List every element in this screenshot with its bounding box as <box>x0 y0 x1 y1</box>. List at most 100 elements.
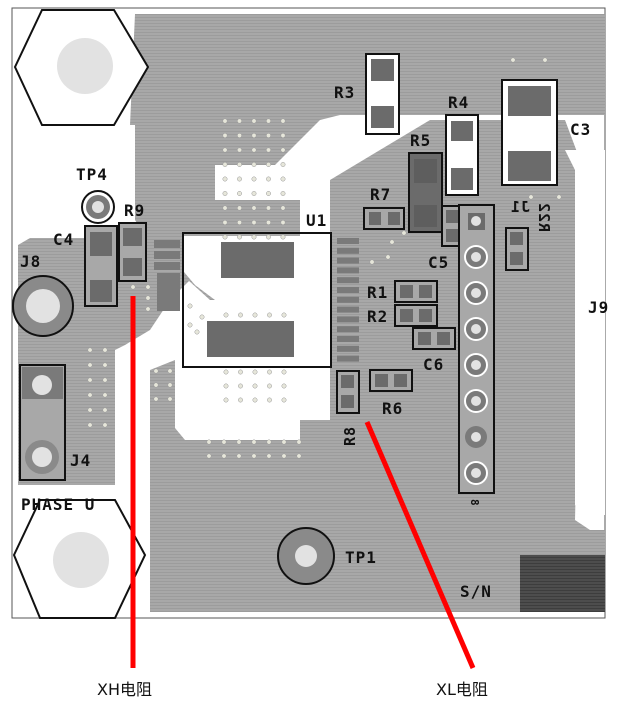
connector-j4[interactable] <box>19 364 66 481</box>
via <box>281 453 287 459</box>
header-pin-hole <box>471 468 481 478</box>
label-r22: R22 <box>535 202 553 232</box>
via <box>237 220 242 225</box>
via <box>237 118 242 124</box>
label-r2: R2 <box>367 307 388 326</box>
via <box>251 133 257 138</box>
label-r7: R7 <box>370 185 391 204</box>
u1-pin <box>337 257 359 264</box>
via <box>238 312 243 318</box>
via <box>167 368 173 374</box>
component-r2[interactable] <box>394 304 438 327</box>
via <box>237 234 242 240</box>
via <box>237 133 242 138</box>
pads-near-r9 <box>154 240 180 311</box>
via <box>251 162 257 167</box>
testpoint-tp1[interactable] <box>277 527 335 585</box>
u1-pins <box>337 238 359 362</box>
component-c3[interactable] <box>501 79 558 186</box>
via <box>222 162 228 167</box>
mounting-hole-top <box>13 9 150 126</box>
via <box>280 191 286 196</box>
connector-j8[interactable] <box>12 275 74 337</box>
component-c4[interactable] <box>84 225 118 307</box>
via <box>145 295 151 301</box>
via <box>280 147 286 153</box>
via <box>296 439 302 445</box>
via <box>280 220 286 225</box>
via <box>237 176 242 182</box>
via <box>252 369 258 375</box>
via <box>206 439 212 445</box>
via <box>252 383 258 389</box>
via <box>369 259 375 265</box>
caption-xh-resistor: XH电阻 <box>97 680 152 699</box>
label-j4: J4 <box>70 451 91 470</box>
via <box>223 369 229 375</box>
via <box>280 176 286 182</box>
label-c4: C4 <box>53 230 74 249</box>
via <box>252 397 258 403</box>
via <box>199 314 205 320</box>
u1-pad-top <box>221 242 294 278</box>
label-c5: C5 <box>428 253 449 272</box>
component-r1[interactable] <box>394 280 438 303</box>
u1-thermal-pads <box>207 242 294 357</box>
via <box>542 57 548 63</box>
caption-xl-resistor: XL电阻 <box>436 680 488 699</box>
via <box>266 439 272 445</box>
via <box>266 118 271 124</box>
component-c6[interactable] <box>412 327 456 350</box>
component-r3[interactable] <box>365 53 400 135</box>
testpoint-tp4[interactable] <box>81 190 115 224</box>
via <box>389 239 395 245</box>
component-r4[interactable] <box>445 114 479 196</box>
via <box>238 369 243 375</box>
u1-pin <box>337 287 359 293</box>
label-tp1: TP1 <box>345 548 377 567</box>
component-r8[interactable] <box>336 370 360 414</box>
label-r6: R6 <box>382 399 403 418</box>
header-pin-hole <box>471 360 481 370</box>
component-r7[interactable] <box>363 207 405 230</box>
via <box>187 322 193 328</box>
via <box>222 118 228 124</box>
via <box>167 382 173 388</box>
via <box>223 312 229 318</box>
label-pin8: 8 <box>468 499 481 507</box>
header-pin-hole <box>471 252 481 262</box>
via <box>222 147 228 153</box>
via <box>87 347 93 353</box>
via <box>153 382 159 388</box>
u1-pin <box>337 355 359 362</box>
via <box>280 205 286 211</box>
via <box>222 234 228 240</box>
component-r22[interactable] <box>505 227 529 271</box>
via <box>237 147 242 153</box>
via <box>223 383 229 389</box>
via <box>280 133 286 138</box>
via <box>221 453 227 459</box>
via <box>251 147 257 153</box>
label-tp4: TP4 <box>76 165 108 184</box>
via <box>267 369 272 375</box>
via <box>266 205 271 211</box>
via <box>236 439 242 445</box>
component-c5[interactable] <box>441 205 464 247</box>
via <box>145 306 151 312</box>
label-c3: C3 <box>570 120 591 139</box>
label-j9: J9 <box>588 298 609 317</box>
annotation-line-xl <box>364 421 476 669</box>
via <box>280 118 286 124</box>
component-r9[interactable] <box>118 222 147 282</box>
via <box>206 453 212 459</box>
label-c6: C6 <box>423 355 444 374</box>
u1-pin <box>337 336 359 342</box>
via <box>221 439 227 445</box>
via <box>222 220 228 225</box>
component-r5[interactable] <box>408 152 443 233</box>
via <box>251 191 257 196</box>
component-r6[interactable] <box>369 369 413 392</box>
via <box>153 368 159 374</box>
